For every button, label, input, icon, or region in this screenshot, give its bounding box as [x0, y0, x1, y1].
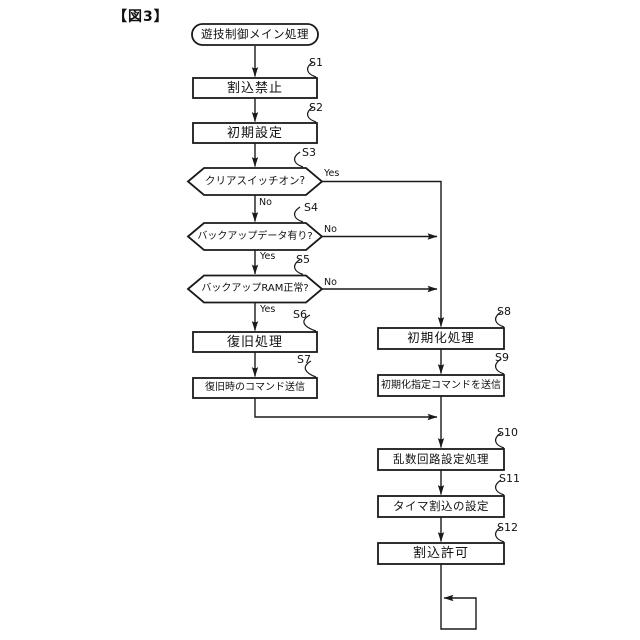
process-s8-shape [377, 327, 505, 350]
terminal-start-shape [191, 23, 319, 46]
squiggle-s2 [307, 106, 317, 123]
step-id-s8: S8 [497, 305, 511, 318]
edge-s7-to-junction [254, 398, 438, 421]
squiggle-s8 [495, 311, 505, 328]
decision-s5-label: バックアップRAM正常? [201, 283, 309, 294]
process-s11-shape [377, 495, 505, 518]
process-s12-label: 割込許可 [412, 546, 469, 561]
squiggle-s4 [294, 206, 304, 223]
process-s9-shape [377, 374, 505, 397]
process-s8-label: 初期化処理 [407, 330, 475, 346]
decision-s3-shape [186, 167, 324, 196]
branch-label-s5-no: No [324, 277, 337, 288]
process-s6-shape [192, 331, 318, 353]
branch-label-s4-yes: Yes [260, 251, 276, 262]
branch-label-s3-yes: Yes [324, 168, 340, 179]
edge-s12-loop-back [440, 564, 477, 630]
squiggle-s10 [495, 432, 505, 449]
process-s12-shape [377, 542, 505, 565]
step-id-s2: S2 [309, 101, 323, 114]
decision-s4-label: バックアップデータ有り? [197, 230, 313, 242]
process-s1-label: 割込禁止 [226, 80, 283, 96]
squiggle-s9 [495, 358, 505, 375]
process-s6-label: 復旧処理 [226, 334, 283, 350]
terminal-start-label: 遊技制御メイン処理 [201, 26, 309, 41]
figure-label: 【図3】 [113, 9, 169, 25]
step-id-s6: S6 [293, 308, 307, 321]
decision-s3-label: クリアスイッチオン? [204, 175, 306, 188]
process-s10-shape [377, 448, 505, 471]
decision-s5-shape [186, 274, 324, 304]
process-s7-label: 復旧時のコマンド送信 [205, 382, 305, 393]
squiggle-s6 [303, 314, 317, 332]
branch-label-s5-yes: Yes [260, 304, 276, 315]
squiggle-s5 [294, 259, 304, 276]
process-s2-shape [192, 122, 318, 144]
step-id-s12: S12 [497, 521, 518, 534]
squiggle-s12 [495, 526, 505, 543]
process-s9-label: 初期化指定コマンドを送信 [381, 379, 501, 391]
squiggle-s3 [294, 151, 304, 168]
process-s7-shape [192, 377, 318, 399]
edge-s3-yes-to-s8 [322, 180, 445, 327]
step-id-s9: S9 [495, 351, 509, 364]
branch-label-s3-no: No [259, 197, 272, 208]
squiggle-s7 [304, 360, 317, 378]
step-id-s1: S1 [309, 56, 323, 69]
branch-label-s4-no: No [324, 224, 337, 235]
process-s11-label: タイマ割込の設定 [393, 498, 489, 513]
decision-s4-shape [186, 222, 324, 251]
squiggle-s1 [307, 61, 317, 78]
step-id-s10: S10 [497, 426, 518, 439]
process-s10-label: 乱数回路設定処理 [393, 451, 489, 466]
process-s2-label: 初期設定 [226, 125, 283, 141]
step-id-s3: S3 [302, 146, 316, 159]
squiggle-s11 [495, 479, 505, 496]
process-s1-shape [192, 77, 318, 99]
step-id-s7: S7 [297, 353, 311, 366]
step-id-s11: S11 [499, 472, 520, 485]
step-id-s5: S5 [296, 253, 310, 266]
step-id-s4: S4 [304, 201, 318, 214]
